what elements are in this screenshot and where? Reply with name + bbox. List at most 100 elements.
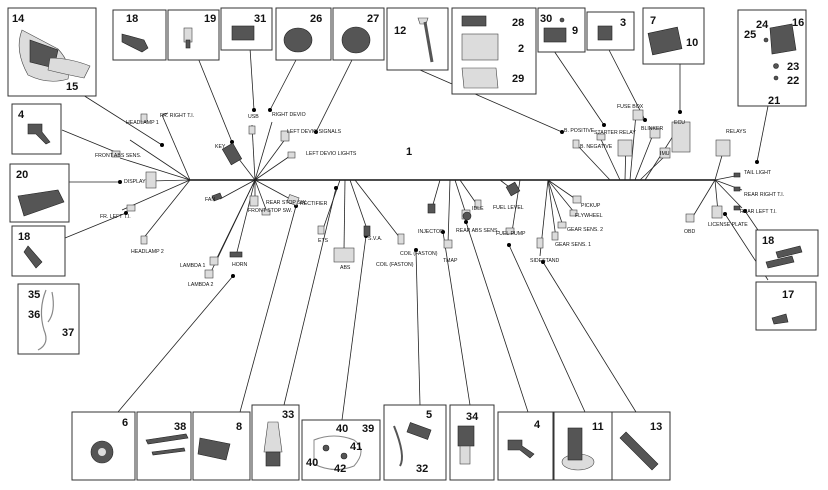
callout-box-5-32: 5 32 bbox=[383, 404, 447, 481]
callout-14: 14 bbox=[12, 13, 25, 25]
label-lambda-2: LAMBDA 2 bbox=[188, 282, 213, 288]
label-gear-sens-1: GEAR SENS. 1 bbox=[555, 242, 591, 248]
label-rear-left-ti: REAR LEFT T.I. bbox=[740, 209, 777, 215]
callout-17: 17 bbox=[782, 289, 794, 301]
callout-18-right: 18 bbox=[762, 235, 774, 247]
callout-10: 10 bbox=[686, 37, 698, 49]
callout-15: 15 bbox=[66, 81, 78, 93]
callout-34: 34 bbox=[466, 411, 479, 423]
harness-connectors bbox=[111, 109, 741, 279]
callout-35: 35 bbox=[28, 289, 40, 301]
callout-box-16-21: 24 16 25 23 22 21 bbox=[737, 9, 807, 107]
callout-box-4-bottom: 4 bbox=[497, 411, 554, 481]
callout-18-top: 18 bbox=[126, 13, 138, 25]
callout-box-34: 34 bbox=[449, 404, 495, 481]
label-injector: INJECTOR bbox=[418, 229, 444, 235]
callout-4-bottom: 4 bbox=[534, 419, 541, 431]
main-harness-label: 1 bbox=[406, 146, 412, 158]
label-headlamp-1: HEADLAMP 1 bbox=[126, 120, 159, 126]
callout-13: 13 bbox=[650, 421, 662, 433]
label-tmap: TMAP bbox=[443, 258, 458, 264]
callout-22: 22 bbox=[787, 75, 799, 87]
callout-8: 8 bbox=[236, 421, 242, 433]
callout-19: 19 bbox=[204, 13, 216, 25]
callout-box-3: 3 bbox=[586, 11, 635, 51]
callout-5: 5 bbox=[426, 409, 432, 421]
label-lambda-1: LAMBDA 1 bbox=[180, 263, 205, 269]
label-usb: USB bbox=[248, 114, 259, 120]
label-ecu: ECU bbox=[674, 120, 685, 126]
callout-box-18a: 18 bbox=[112, 9, 167, 61]
label-idle: IDLE bbox=[472, 206, 484, 212]
label-b-positive: B. POSITIVE bbox=[564, 128, 595, 134]
leader-lines bbox=[61, 47, 769, 421]
callout-box-19: 19 bbox=[167, 9, 220, 61]
callout-41: 41 bbox=[350, 441, 362, 453]
callout-7: 7 bbox=[650, 15, 656, 27]
callout-26: 26 bbox=[310, 13, 322, 25]
harness-trunk: 1 bbox=[190, 146, 715, 181]
callout-box-27: 27 bbox=[332, 7, 385, 61]
harness-labels: FR. RIGHT T.I. HEADLAMP 1 FRONT ABS SENS… bbox=[95, 104, 784, 288]
label-key: KEY bbox=[215, 144, 226, 150]
label-left-devio-signals: LEFT DEVIO SIGNALS bbox=[287, 129, 342, 135]
callout-40-bottom: 40 bbox=[306, 457, 318, 469]
callout-2: 2 bbox=[518, 43, 524, 55]
label-license-plate: LICENSE PLATE bbox=[708, 222, 748, 228]
callout-18-left: 18 bbox=[18, 231, 30, 243]
callout-33: 33 bbox=[282, 409, 294, 421]
label-ets: ETS bbox=[318, 238, 329, 244]
callout-box-14-15: 14 15 bbox=[7, 7, 97, 97]
label-front-stop-sw: FRONT STOP SW. bbox=[248, 208, 292, 214]
callout-box-33: 33 bbox=[251, 404, 300, 481]
label-horn: HORN bbox=[232, 262, 248, 268]
callout-29: 29 bbox=[512, 73, 524, 85]
label-display: DISPLAY bbox=[124, 179, 146, 185]
label-rectifier: RECTIFIER bbox=[300, 201, 328, 207]
label-fr-right-ti: FR. RIGHT T.I. bbox=[160, 113, 194, 119]
callout-box-26: 26 bbox=[275, 7, 332, 61]
callout-32: 32 bbox=[416, 463, 428, 475]
connector-dots bbox=[116, 108, 759, 278]
callout-box-35-37: 35 36 37 bbox=[17, 283, 80, 355]
callout-25: 25 bbox=[744, 29, 756, 41]
callout-box-18-left: 18 bbox=[11, 225, 66, 277]
callout-box-17: 17 bbox=[755, 281, 817, 331]
callout-42: 42 bbox=[334, 463, 346, 475]
callout-box-6: 6 bbox=[71, 411, 136, 481]
label-sidestand: SIDESTAND bbox=[530, 258, 560, 264]
label-obd: OBD bbox=[684, 229, 695, 235]
label-rear-right-ti: REAR RIGHT T.I. bbox=[744, 192, 784, 198]
callout-box-18-right: 18 bbox=[755, 229, 819, 277]
hub-branches bbox=[209, 121, 293, 275]
callout-9: 9 bbox=[572, 25, 578, 37]
callout-39: 39 bbox=[362, 423, 374, 435]
callout-31: 31 bbox=[254, 13, 266, 25]
callout-box-30-9: 30 9 bbox=[537, 7, 586, 53]
callout-box-28-2-29: 28 2 29 bbox=[451, 7, 537, 95]
callout-40-top: 40 bbox=[336, 423, 348, 435]
label-b-negative: B. NEGATIVE bbox=[580, 144, 613, 150]
callout-box-13: 13 bbox=[611, 411, 671, 481]
callout-6: 6 bbox=[122, 417, 128, 429]
callout-37: 37 bbox=[62, 327, 74, 339]
left-branches bbox=[119, 112, 191, 241]
callout-box-8: 8 bbox=[192, 411, 251, 481]
label-starter-relay: STARTER RELAY bbox=[594, 130, 636, 136]
callout-box-11: 11 bbox=[553, 411, 613, 481]
label-tail-light: TAIL LIGHT bbox=[744, 170, 772, 176]
label-fuel-pump: FUEL PUMP bbox=[496, 231, 526, 237]
label-sva: S.V.A. bbox=[368, 236, 382, 242]
label-gear-sens-2: GEAR SENS. 2 bbox=[567, 227, 603, 233]
label-right-devio: RIGHT DEVIO bbox=[272, 112, 306, 118]
callout-11: 11 bbox=[592, 421, 604, 433]
label-flywheel: FLYWHEEL bbox=[575, 213, 603, 219]
label-fuse-box: FUSE BOX bbox=[617, 104, 644, 110]
callout-box-12: 12 bbox=[386, 7, 449, 71]
callout-12: 12 bbox=[394, 25, 406, 37]
callout-28: 28 bbox=[512, 17, 524, 29]
label-blinker: BLINKER bbox=[641, 126, 663, 132]
callout-box-31: 31 bbox=[220, 7, 273, 51]
